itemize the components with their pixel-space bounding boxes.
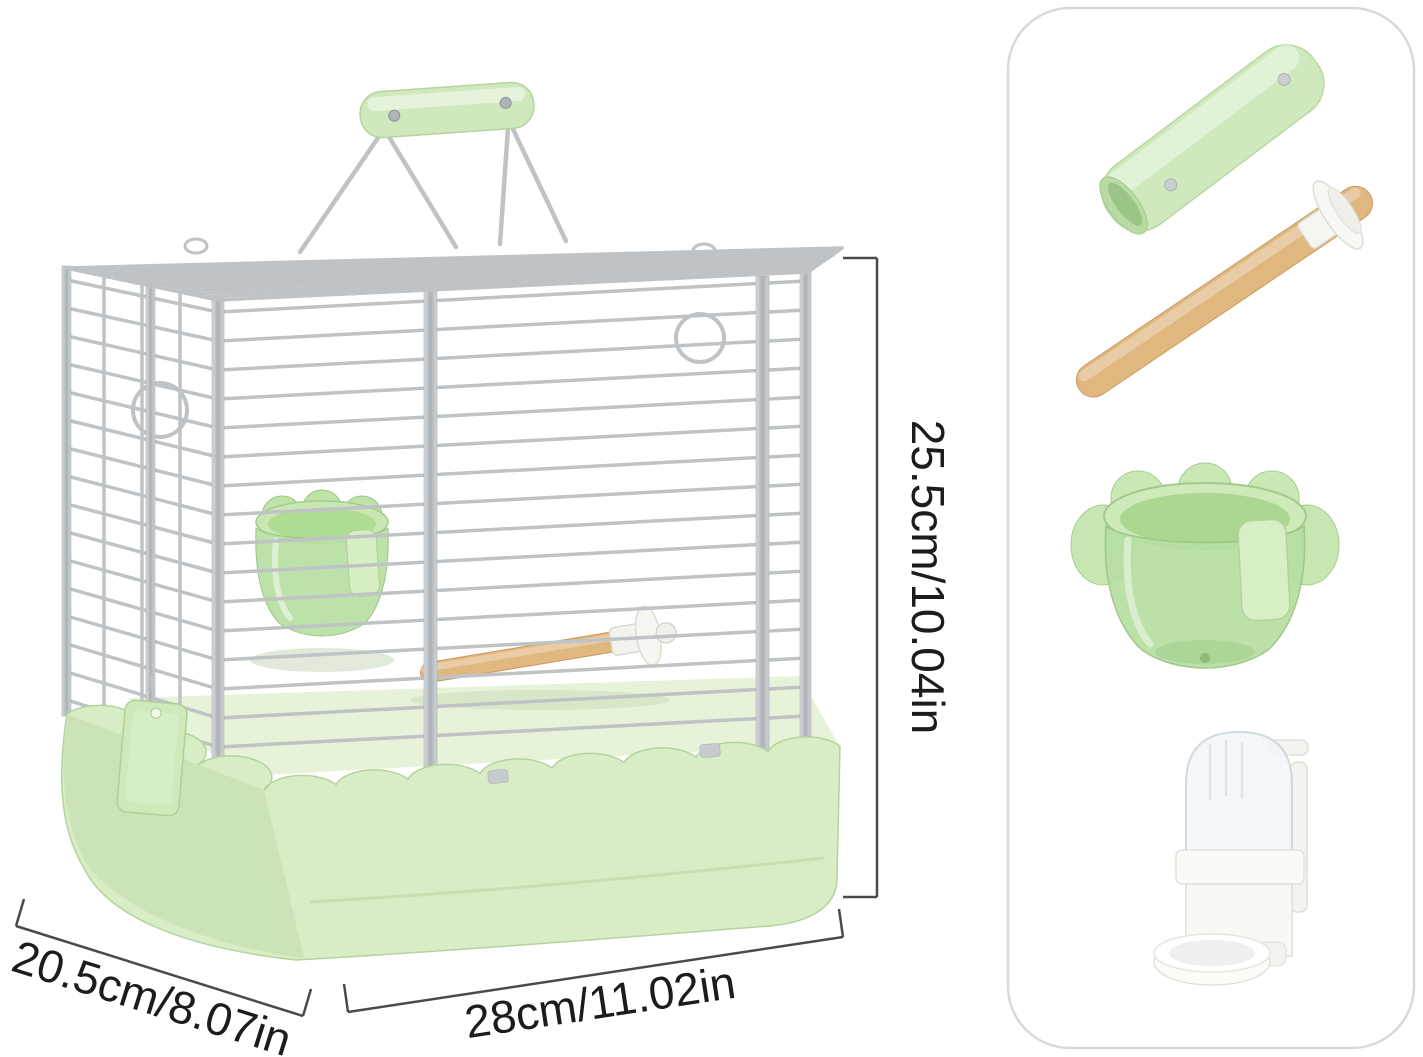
- accessory-water-dispenser: [1153, 730, 1309, 986]
- tub-crease: [309, 856, 825, 904]
- roof-clip-left: [183, 237, 209, 255]
- handle-wires: [297, 124, 569, 255]
- hang-tag: [116, 675, 188, 817]
- accessories-panel: [1006, 6, 1416, 1050]
- cage-front-wires: [217, 279, 808, 749]
- depth-dimension-line: [14, 898, 313, 1018]
- roof-clip-right: [691, 242, 717, 260]
- tube-screw-top: [1277, 72, 1291, 86]
- food-cup: [255, 489, 389, 637]
- cage-left-wires: [65, 274, 220, 751]
- cage-posts: [61, 265, 812, 774]
- accessory-food-cup: [1070, 462, 1340, 669]
- handle-grip: [359, 81, 535, 139]
- hanging-ring-left: [131, 381, 189, 439]
- accessory-perch-tube: [1099, 44, 1325, 235]
- tube-screw-bottom: [1164, 178, 1178, 192]
- bird-carrier-cage: [60, 81, 844, 961]
- handle-screw-right: [499, 96, 512, 109]
- tub-clip-right: [699, 743, 721, 758]
- hanging-ring-front: [674, 312, 726, 364]
- width-dimension-label: 28cm/11.02in: [461, 956, 738, 1048]
- width-dimension-line: [342, 908, 845, 1014]
- tub-clip-left: [487, 769, 509, 784]
- cage-roof-grid: [64, 237, 844, 302]
- accessory-wooden-perch: [1075, 180, 1373, 398]
- handle-screw-left: [388, 109, 401, 122]
- carry-handle: [297, 81, 569, 255]
- height-dimension-line: [843, 256, 879, 899]
- height-dimension-label: 25.5cm/10.04in: [902, 420, 954, 735]
